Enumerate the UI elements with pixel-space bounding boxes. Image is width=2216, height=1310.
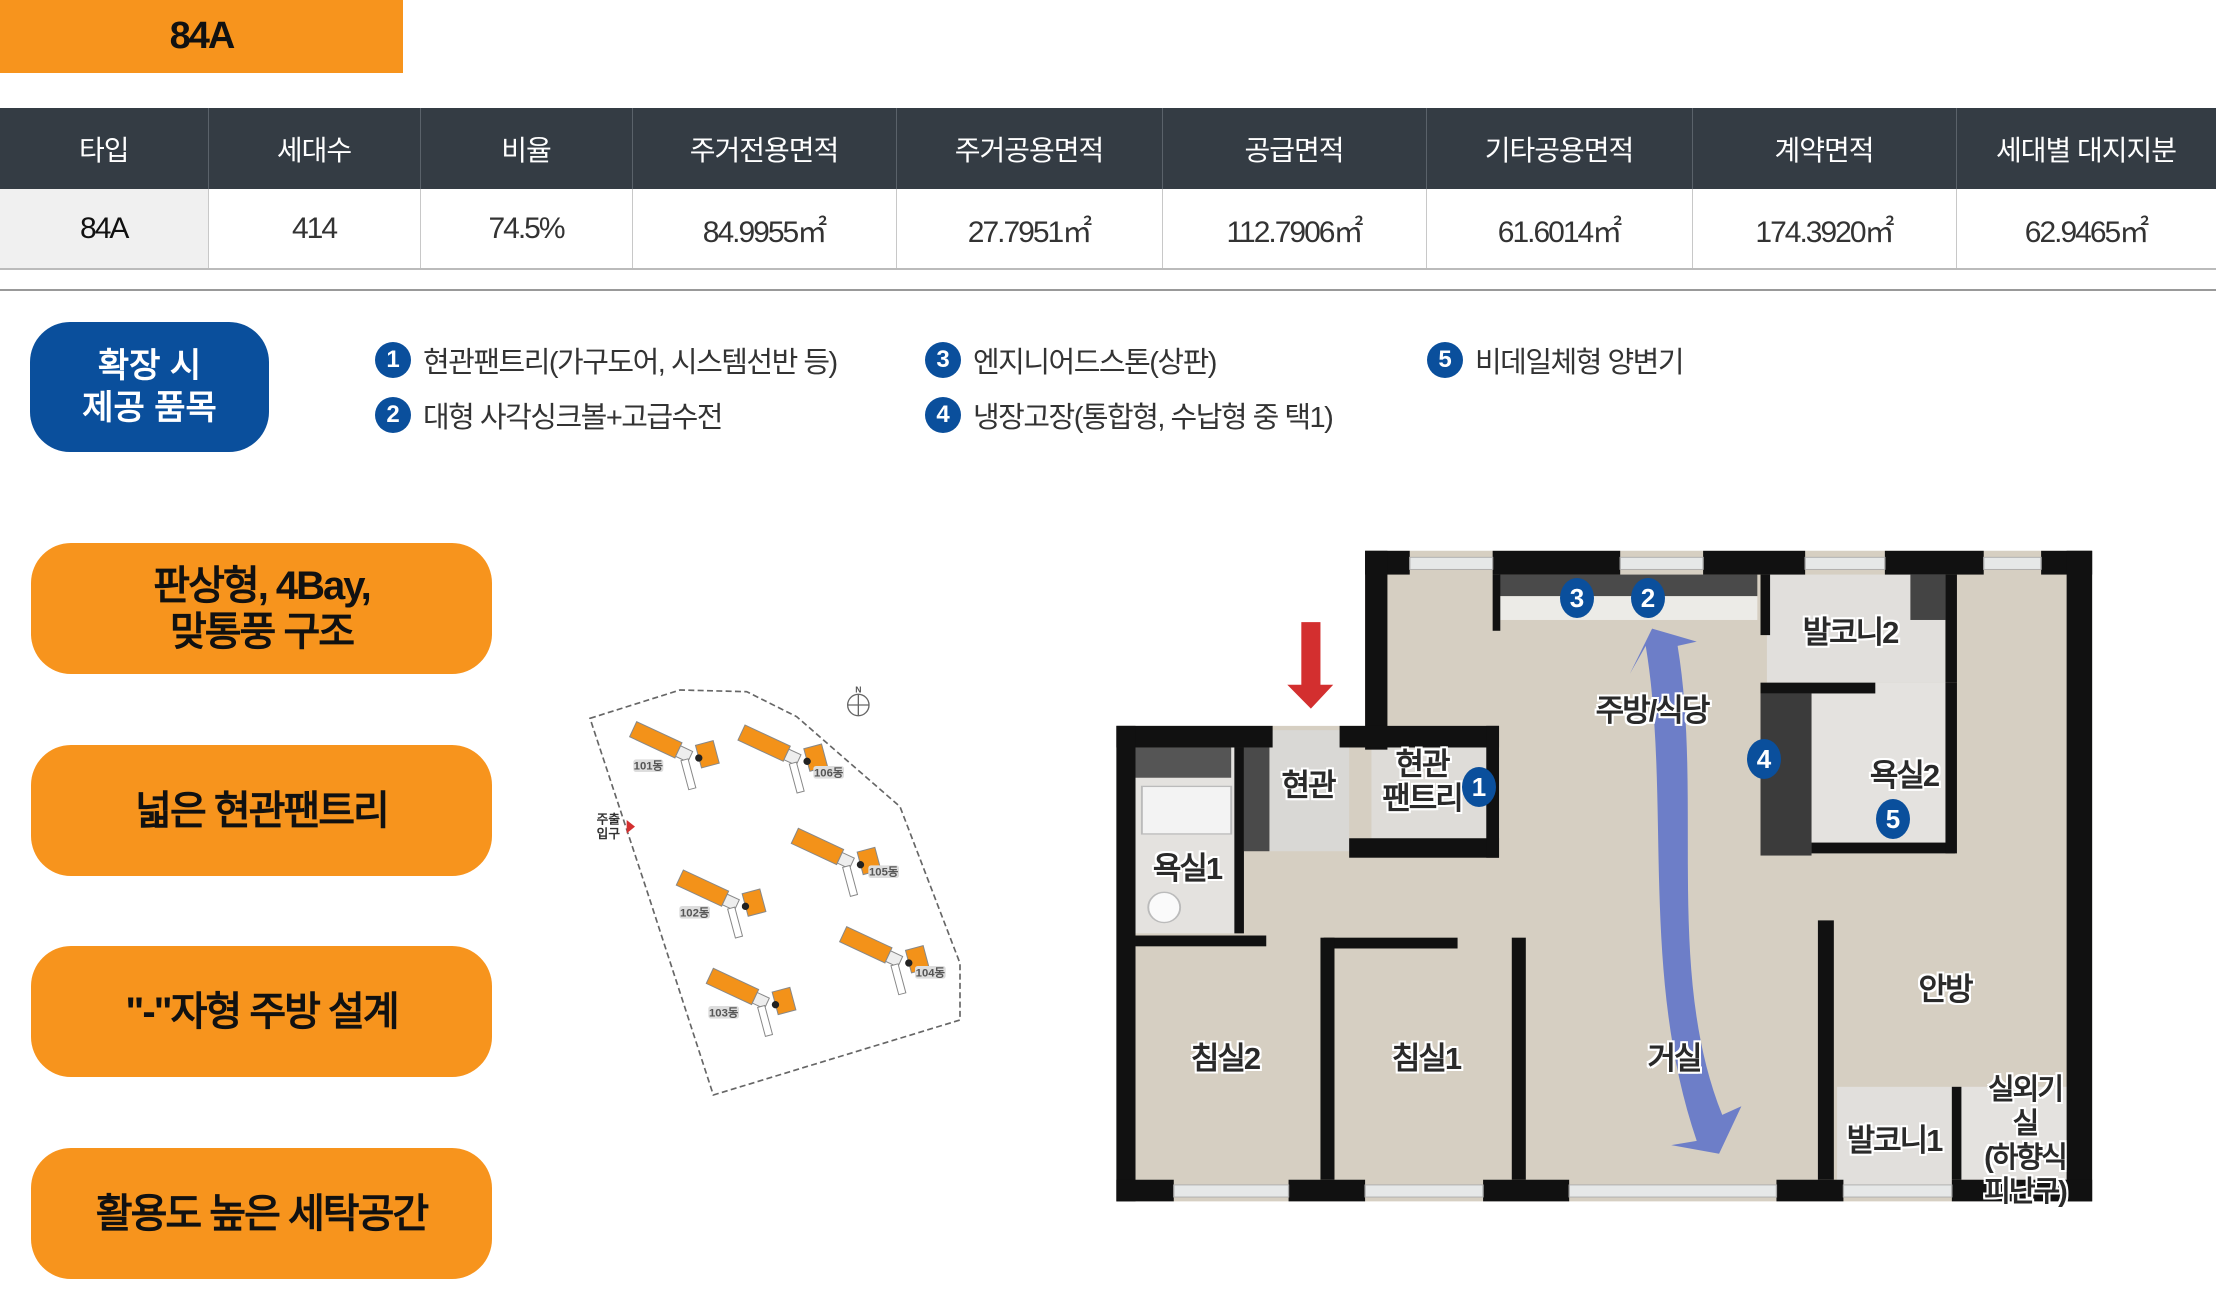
building-label: 102동 [680, 906, 710, 919]
room-label-bedroom2: 침실2 [1190, 1041, 1261, 1076]
cell-land-share: 62.9465㎡ [1956, 189, 2216, 270]
table-header-row: 타입 세대수 비율 주거전용면적 주거공용면적 공급면적 기타공용면적 계약면적… [0, 108, 2216, 189]
header-exclusive-area: 주거전용면적 [632, 108, 897, 189]
option-text: 냉장고장(통합형, 수납형 중 택1) [973, 402, 1334, 434]
entrance-line: 주출 [597, 811, 621, 826]
option-marker-4: 4 [1747, 739, 1781, 779]
bathtub [1140, 785, 1233, 835]
header-type: 타입 [0, 108, 209, 189]
kitchen-counter [1499, 596, 1758, 620]
header-households: 세대수 [208, 108, 421, 189]
cell-common-area: 27.7951㎡ [896, 189, 1163, 270]
room-label-balcony1: 발코니1 [1846, 1123, 1944, 1158]
option-text: 비데일체형 양변기 [1475, 347, 1685, 379]
building-102 [666, 855, 774, 946]
site-boundary [588, 689, 961, 1097]
balcony1-floor [1837, 1086, 1952, 1198]
windows [1173, 556, 2042, 1198]
room-label-entry: 현관 [1281, 768, 1336, 803]
option-item: 5 비데일체형 양변기 [1427, 339, 1685, 381]
building-labels: 101동 106동 105동 102동 104동 103동 [633, 759, 946, 1019]
cell-ratio: 74.5% [420, 189, 633, 270]
option-item: 1 현관팬트리(가구도어, 시스템선반 등) [375, 339, 838, 381]
entrance-arrow-icon [626, 820, 635, 834]
feature-pill-pantry: 넓은 현관팬트리 [31, 745, 492, 876]
building-label: 106동 [814, 766, 844, 779]
room-label-kitchen: 주방/식당 [1595, 693, 1711, 728]
room-label-bath1: 욕실1 [1152, 851, 1223, 886]
entry-floor [1269, 730, 1350, 852]
table-row: 84A 414 74.5% 84.9955㎡ 27.7951㎡ 112.7906… [0, 189, 2216, 270]
building-label: 104동 [916, 966, 946, 979]
walls [1116, 550, 2093, 1202]
room-label-bedroom1: 침실1 [1391, 1041, 1462, 1076]
option-item: 2 대형 사각싱크볼+고급수전 [375, 394, 723, 436]
outdoor-unit-room [1951, 1086, 2067, 1180]
header-land-share: 세대별 대지지분 [1956, 108, 2216, 189]
unit-type-tab[interactable]: 84A [0, 0, 403, 73]
entrance-arrow-icon [1287, 622, 1334, 709]
number-marker: 2 [375, 397, 411, 433]
building-103 [696, 954, 804, 1044]
cell-households: 414 [208, 189, 421, 270]
header-common-area: 주거공용면적 [896, 108, 1163, 189]
header-supply-area: 공급면적 [1162, 108, 1427, 189]
feature-pill-kitchen: "-"자형 주방 설계 [31, 946, 492, 1077]
number-marker: 5 [1427, 342, 1463, 378]
option-marker-1: 1 [1462, 767, 1496, 807]
building-104 [829, 912, 938, 1003]
toilet [1147, 891, 1182, 924]
option-text: 엔지니어드스톤(상판) [973, 347, 1217, 379]
room-label-balcony2: 발코니2 [1802, 615, 1900, 650]
option-marker-5: 5 [1876, 799, 1910, 839]
svg-text:N: N [855, 685, 861, 695]
room-label-bath2: 욕실2 [1869, 758, 1940, 793]
building-101 [619, 707, 728, 798]
option-item: 4 냉장고장(통합형, 수납형 중 택1) [925, 394, 1334, 436]
number-marker: 1 [375, 342, 411, 378]
room-label-outdoor-unit: 실외기실 (하향식피난구) [1984, 1074, 2068, 1208]
option-item: 3 엔지니어드스톤(상판) [925, 339, 1217, 381]
floor-plan-drawing [1116, 550, 2093, 1202]
area-spec-table: 타입 세대수 비율 주거전용면적 주거공용면적 공급면적 기타공용면적 계약면적… [0, 108, 2216, 270]
divider [0, 289, 2216, 291]
header-contract-area: 계약면적 [1692, 108, 1957, 189]
room-label-master: 안방 [1918, 972, 1973, 1007]
option-marker-2: 2 [1631, 578, 1665, 618]
ventilation-arrow [1629, 628, 1742, 1154]
building-106 [727, 710, 836, 801]
room-label-pantry: 현관 팬트리 [1382, 747, 1464, 816]
number-marker: 3 [925, 342, 961, 378]
building-label: 103동 [709, 1006, 739, 1019]
building-label: 105동 [869, 866, 899, 879]
kitchen-upper-cabinet [1499, 574, 1758, 597]
header-other-common-area: 기타공용면적 [1426, 108, 1693, 189]
feature-pill-layout: 판상형, 4Bay, 맞통풍 구조 [31, 543, 492, 674]
north-compass-icon: N [846, 685, 870, 717]
number-marker: 4 [925, 397, 961, 433]
option-text: 현관팬트리(가구도어, 시스템선반 등) [423, 347, 838, 379]
header-ratio: 비율 [420, 108, 633, 189]
room-label-living: 거실 [1647, 1041, 1702, 1076]
building-label: 101동 [634, 760, 664, 773]
option-text: 대형 사각싱크볼+고급수전 [423, 402, 723, 434]
building-105 [781, 814, 889, 904]
cell-type: 84A [0, 189, 209, 270]
feature-pill-laundry: 활용도 높은 세탁공간 [31, 1148, 492, 1279]
cell-supply-area: 112.7906㎡ [1162, 189, 1427, 270]
cell-exclusive-area: 84.9955㎡ [632, 189, 897, 270]
option-marker-3: 3 [1560, 578, 1594, 618]
floor-plan: 현관 현관 팬트리 주방/식당 발코니2 욕실2 욕실1 안방 침실2 침실1 … [1110, 540, 2110, 1210]
cell-other-common-area: 61.6014㎡ [1426, 189, 1693, 270]
cell-contract-area: 174.3920㎡ [1692, 189, 1957, 270]
expansion-options-badge: 확장 시 제공 품목 [30, 322, 269, 452]
